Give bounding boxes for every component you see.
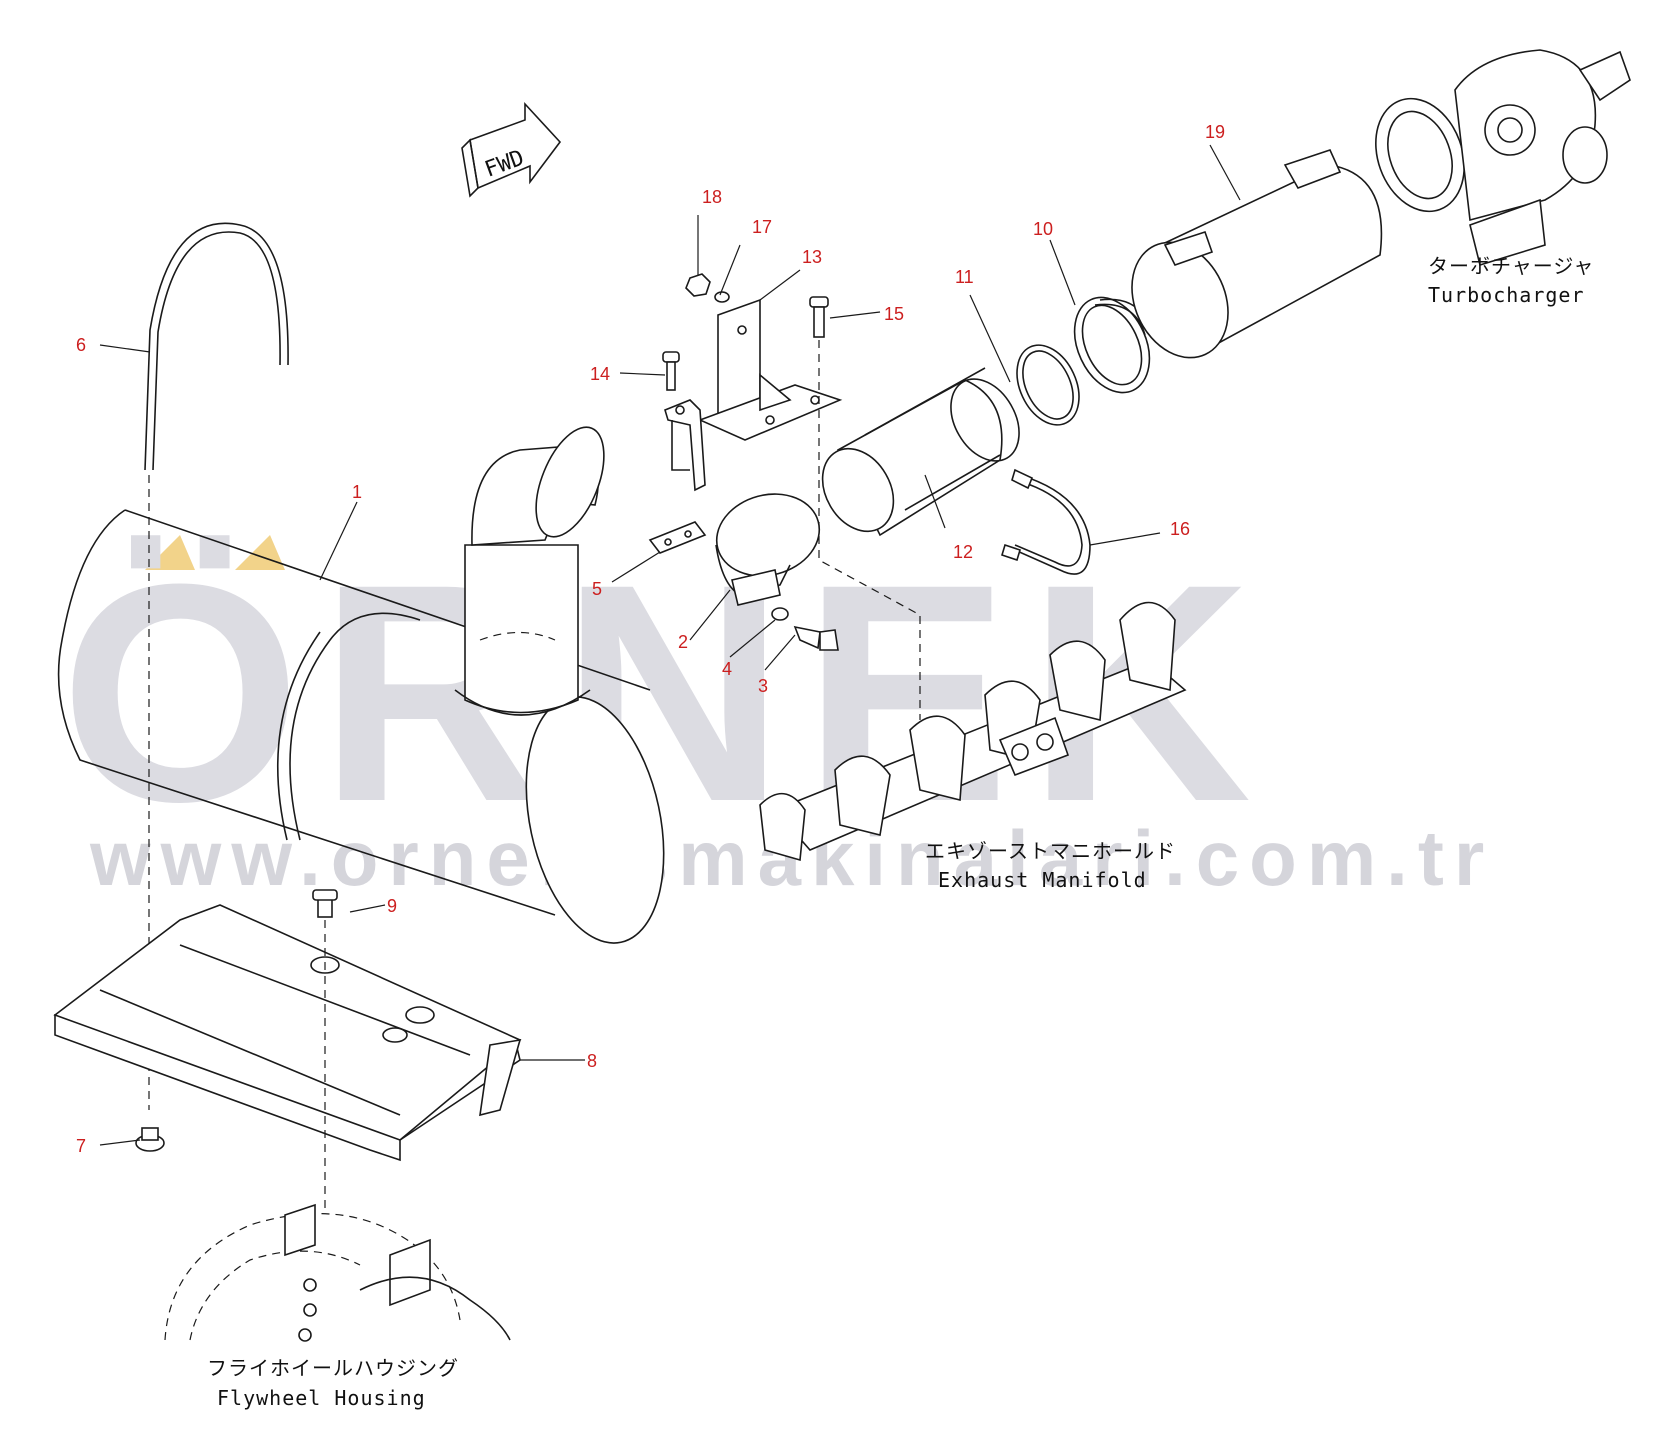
component-labels: ターボチャージャ Turbocharger エキゾーストマニホールド Exhau… (207, 254, 1594, 1410)
nut-7 (135, 1127, 165, 1152)
exhaust-manifold (759, 601, 1187, 862)
washer-17 (714, 291, 730, 303)
muffler-1 (57, 426, 665, 944)
clamp-2 (715, 493, 821, 606)
label-flywheel-housing-jp: フライホイールハウジング (207, 1356, 459, 1380)
u-bolt-6 (144, 222, 289, 1110)
watermark-accent-left (145, 535, 195, 570)
fwd-arrow: FWD (461, 101, 562, 198)
callout-9: 9 (387, 896, 397, 916)
label-exhaust-manifold-en: Exhaust Manifold (938, 868, 1147, 892)
callouts: 1 2 3 4 5 6 7 8 9 10 11 12 13 14 15 16 1… (76, 122, 1225, 1156)
callout-7: 7 (76, 1136, 86, 1156)
callout-19: 19 (1205, 122, 1225, 142)
callout-4: 4 (722, 659, 732, 679)
callout-5: 5 (592, 579, 602, 599)
callout-17: 17 (752, 217, 772, 237)
clamp-bracket (664, 399, 706, 492)
washer-4 (771, 607, 789, 621)
bracket-8 (53, 904, 522, 1162)
callout-14: 14 (590, 364, 610, 384)
callout-10: 10 (1033, 219, 1053, 239)
bellows-10 (1073, 296, 1151, 394)
callout-12: 12 (953, 542, 973, 562)
bolt-15 (809, 296, 921, 720)
bolt-9 (312, 889, 338, 1210)
block-5 (648, 521, 707, 554)
callout-13: 13 (802, 247, 822, 267)
callout-11: 11 (955, 267, 974, 287)
label-flywheel-housing-en: Flywheel Housing (217, 1386, 426, 1410)
bolt-14 (662, 351, 680, 391)
nut-18 (685, 273, 711, 297)
flywheel-housing (164, 1203, 511, 1342)
callout-2: 2 (678, 632, 688, 652)
callout-3: 3 (758, 676, 768, 696)
label-turbocharger-en: Turbocharger (1428, 283, 1585, 307)
turbocharger (1375, 49, 1631, 267)
callout-8: 8 (587, 1051, 597, 1071)
label-turbocharger-jp: ターボチャージャ (1428, 254, 1594, 278)
callout-1: 1 (352, 482, 362, 502)
callout-15: 15 (884, 304, 904, 324)
callout-16: 16 (1170, 519, 1190, 539)
shield-19 (1131, 149, 1383, 359)
label-exhaust-manifold-jp: エキゾーストマニホールド (925, 839, 1176, 863)
bolt-3 (793, 625, 839, 651)
pipe-12 (821, 367, 1020, 537)
leader-lines (99, 144, 1241, 1146)
callout-18: 18 (702, 187, 722, 207)
callout-6: 6 (76, 335, 86, 355)
ring-11 (1016, 344, 1080, 426)
bracket-13 (697, 298, 843, 441)
